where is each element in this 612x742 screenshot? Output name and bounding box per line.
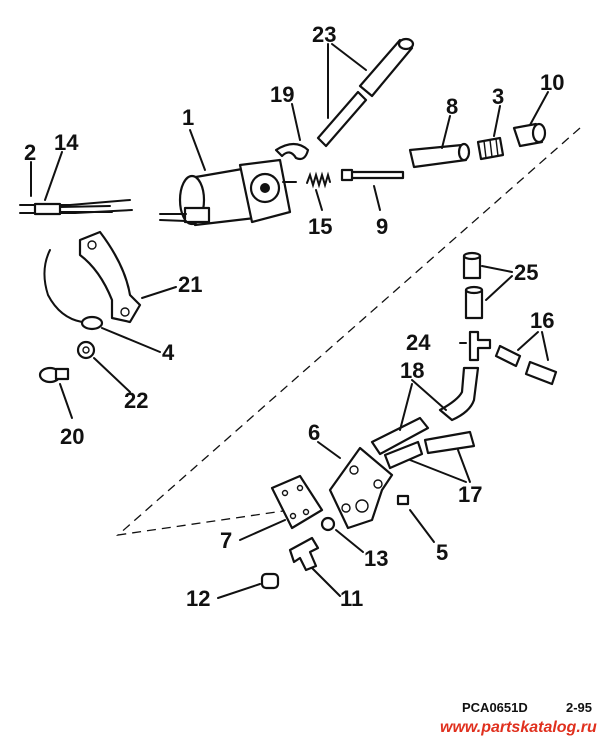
callout-22: 22 xyxy=(124,388,148,413)
callout-9: 9 xyxy=(376,214,388,239)
assembly-guide-line xyxy=(115,127,581,536)
callout-6: 6 xyxy=(308,420,320,445)
callout-21: 21 xyxy=(178,272,202,297)
screw-5 xyxy=(396,494,410,506)
callout-18: 18 xyxy=(400,358,424,383)
callout-19: 19 xyxy=(270,82,294,107)
callout-14: 14 xyxy=(54,130,79,155)
leader-lines xyxy=(30,43,549,599)
clip xyxy=(274,142,310,161)
hose-18 xyxy=(370,366,480,456)
callout-4: 4 xyxy=(162,340,175,365)
callout-13: 13 xyxy=(364,546,388,571)
callout-1: 1 xyxy=(182,105,194,130)
plunger-rod xyxy=(340,168,405,182)
diagram-date: 2-95 xyxy=(566,700,592,715)
wire-leads xyxy=(19,199,133,216)
callout-12: 12 xyxy=(186,586,210,611)
tee-fitting xyxy=(468,330,492,362)
screw xyxy=(38,366,70,384)
callout-7: 7 xyxy=(220,528,232,553)
watermark: www.partskatalog.ru xyxy=(440,719,597,736)
hose-17 xyxy=(383,430,476,470)
callout-11: 11 xyxy=(340,586,363,611)
lock-washer xyxy=(76,340,96,360)
callout-8: 8 xyxy=(446,94,458,119)
callout-23: 23 xyxy=(312,22,336,47)
callout-2: 2 xyxy=(24,140,36,165)
hose-23 xyxy=(316,37,415,148)
bracket xyxy=(78,230,142,324)
callout-17: 17 xyxy=(458,482,482,507)
callout-24: 24 xyxy=(406,330,431,355)
callout-10: 10 xyxy=(540,70,564,95)
hose-16 xyxy=(494,344,558,386)
cap xyxy=(512,122,547,148)
diagram-code: PCA0651D xyxy=(462,700,528,715)
plug xyxy=(260,572,280,590)
sleeve xyxy=(408,142,471,169)
tee-11 xyxy=(288,536,320,572)
callout-labels: 1 2 3 4 5 6 7 8 9 10 11 12 13 14 15 16 1… xyxy=(24,22,564,611)
spring xyxy=(306,171,331,189)
spring-3 xyxy=(476,136,505,161)
callout-3: 3 xyxy=(492,84,504,109)
hose-25 xyxy=(462,251,484,320)
callout-20: 20 xyxy=(60,424,84,449)
ground-lead xyxy=(43,249,104,331)
callout-16: 16 xyxy=(530,308,554,333)
callout-25: 25 xyxy=(514,260,538,285)
pump-body xyxy=(328,446,394,530)
callout-15: 15 xyxy=(308,214,332,239)
callout-5: 5 xyxy=(436,540,448,565)
gasket xyxy=(270,474,324,530)
o-ring xyxy=(320,516,336,532)
motor xyxy=(159,158,297,227)
